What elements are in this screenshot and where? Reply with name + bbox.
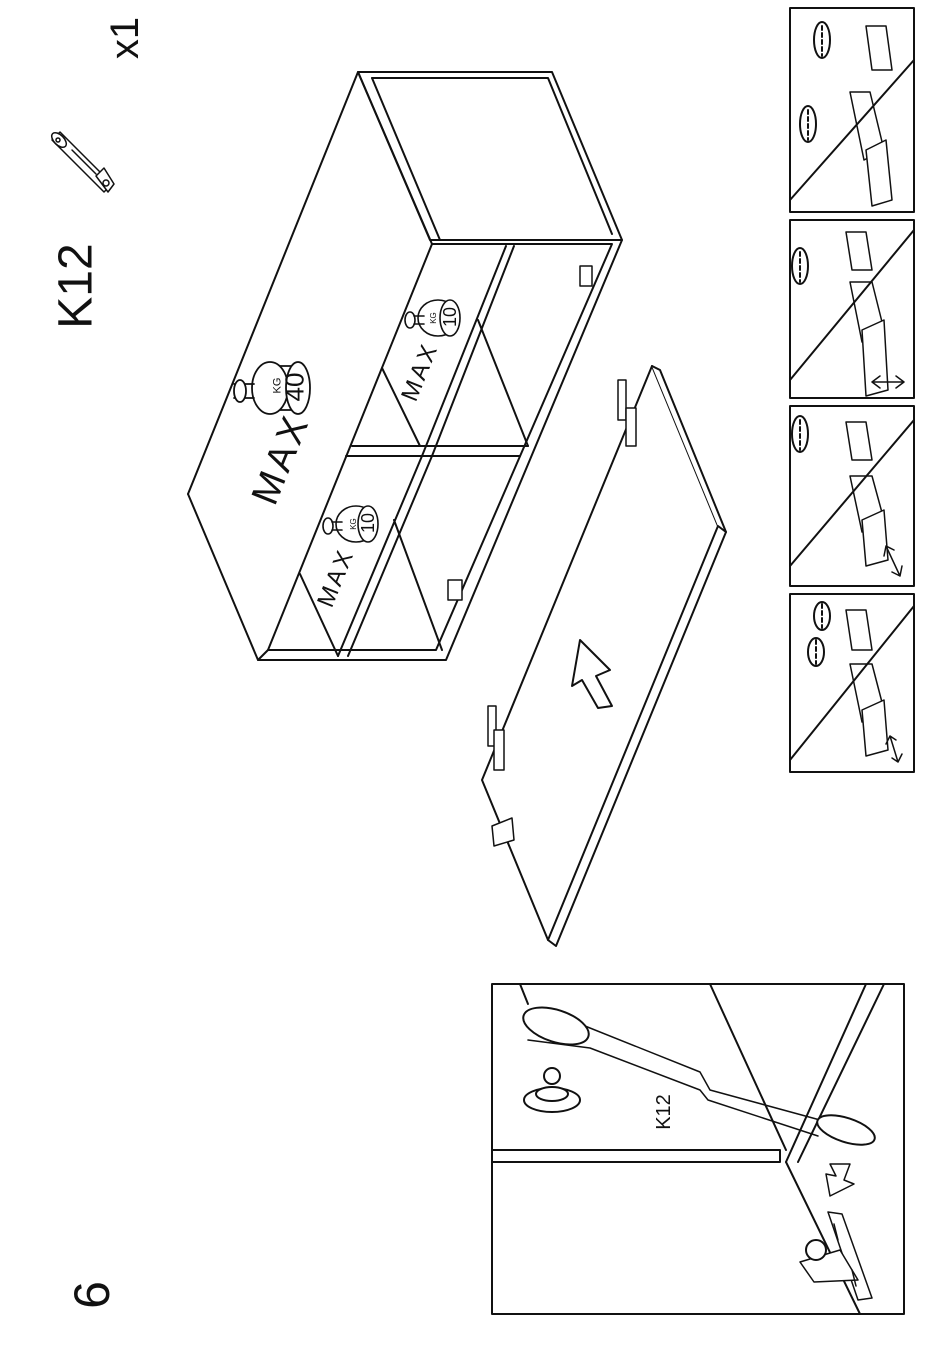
part-quantity: x1	[105, 17, 145, 59]
detail-part-label: K12	[654, 1094, 674, 1130]
load-limit-unit: KG	[430, 312, 438, 324]
step-number: 6	[67, 1281, 117, 1309]
hinge-adjust-detail-4	[790, 594, 914, 772]
gas-strut-icon	[49, 130, 114, 192]
load-limit-value: 10	[441, 307, 459, 327]
hinge-adjust-detail-2	[790, 220, 914, 398]
cabinet-body	[188, 72, 622, 660]
gas-strut-mount-detail	[492, 984, 904, 1314]
hinge-adjust-detail-3	[790, 406, 914, 586]
load-limit-value: 10	[359, 513, 377, 533]
hinge-adjust-detail-1	[790, 8, 914, 212]
load-limit-unit: KG	[350, 518, 358, 530]
part-code: K12	[53, 243, 101, 328]
lid-panel	[482, 366, 726, 946]
load-limit-value: 40	[281, 373, 307, 402]
